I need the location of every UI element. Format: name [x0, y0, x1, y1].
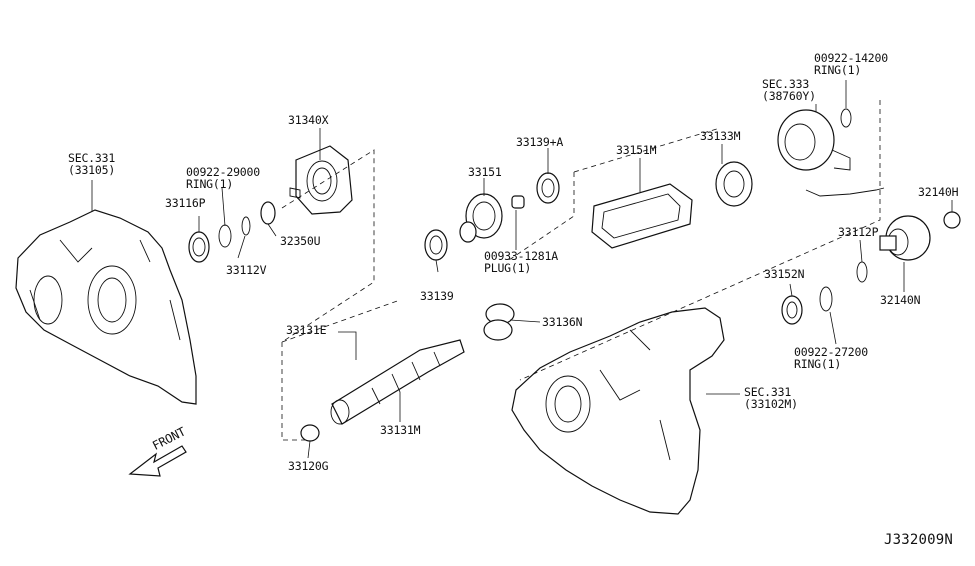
sprocket-33151 — [459, 193, 503, 243]
ring-29000 — [218, 224, 232, 248]
actuator-38760Y — [777, 109, 885, 197]
ring-27200 — [819, 286, 833, 312]
bearing-33139A — [536, 172, 560, 204]
shaft-group-outline — [281, 299, 401, 441]
label-33131M: 33131M — [380, 423, 421, 437]
oil-pump-31340X — [289, 145, 353, 215]
bearing-33116P — [188, 231, 210, 263]
leader-lines — [91, 80, 953, 459]
label-33131E: 33131E — [286, 323, 327, 337]
label-33139: 33139 — [420, 289, 454, 303]
label-32140H: 32140H — [918, 185, 959, 199]
front-transfer-case — [15, 209, 197, 405]
mainshaft-33131M — [330, 339, 465, 425]
label-sec331-rear: SEC.331(33102M) — [744, 385, 798, 411]
diagram-id: J332009N — [884, 532, 954, 548]
label-33151M: 33151M — [616, 143, 657, 157]
chain-group-outline — [505, 127, 721, 263]
label-33139A: 33139+A — [516, 135, 564, 149]
actuator-group-outline — [519, 100, 881, 381]
snap-ring-33112P — [856, 261, 868, 283]
seal-33152N — [781, 295, 803, 325]
label-33112P: 33112P — [838, 225, 879, 239]
ring-14200 — [840, 108, 852, 128]
label-33133M: 33133M — [700, 129, 741, 143]
label-33151: 33151 — [468, 165, 502, 179]
label-31340X: 31340X — [288, 113, 329, 127]
bushing-33120G — [300, 424, 320, 442]
label-33136N: 33136N — [542, 315, 583, 329]
nut-32140H — [943, 211, 961, 229]
label-33152N: 33152N — [764, 267, 805, 281]
pump-group-outline — [281, 149, 375, 343]
label-33112V: 33112V — [226, 263, 267, 277]
label-32140N: 32140N — [880, 293, 921, 307]
needle-bearing-33136N — [483, 303, 515, 341]
label-33120G: 33120G — [288, 459, 329, 473]
label-sec331-front: SEC.331(33105) — [68, 151, 116, 177]
bearing-33139 — [424, 229, 448, 261]
flange-32140N — [879, 215, 931, 261]
label-33116P: 33116P — [165, 196, 206, 210]
sprocket-33133M — [715, 161, 753, 207]
rear-transfer-case — [511, 307, 725, 515]
label-sec333: SEC.333(38760Y) — [762, 77, 816, 103]
ring-32350U — [260, 201, 276, 225]
chain-33151M — [591, 183, 693, 249]
label-32350U: 32350U — [280, 234, 321, 248]
snap-ring-33112V — [241, 216, 251, 236]
front-arrow-icon — [128, 445, 187, 477]
plug-00933-1281A — [511, 195, 525, 209]
